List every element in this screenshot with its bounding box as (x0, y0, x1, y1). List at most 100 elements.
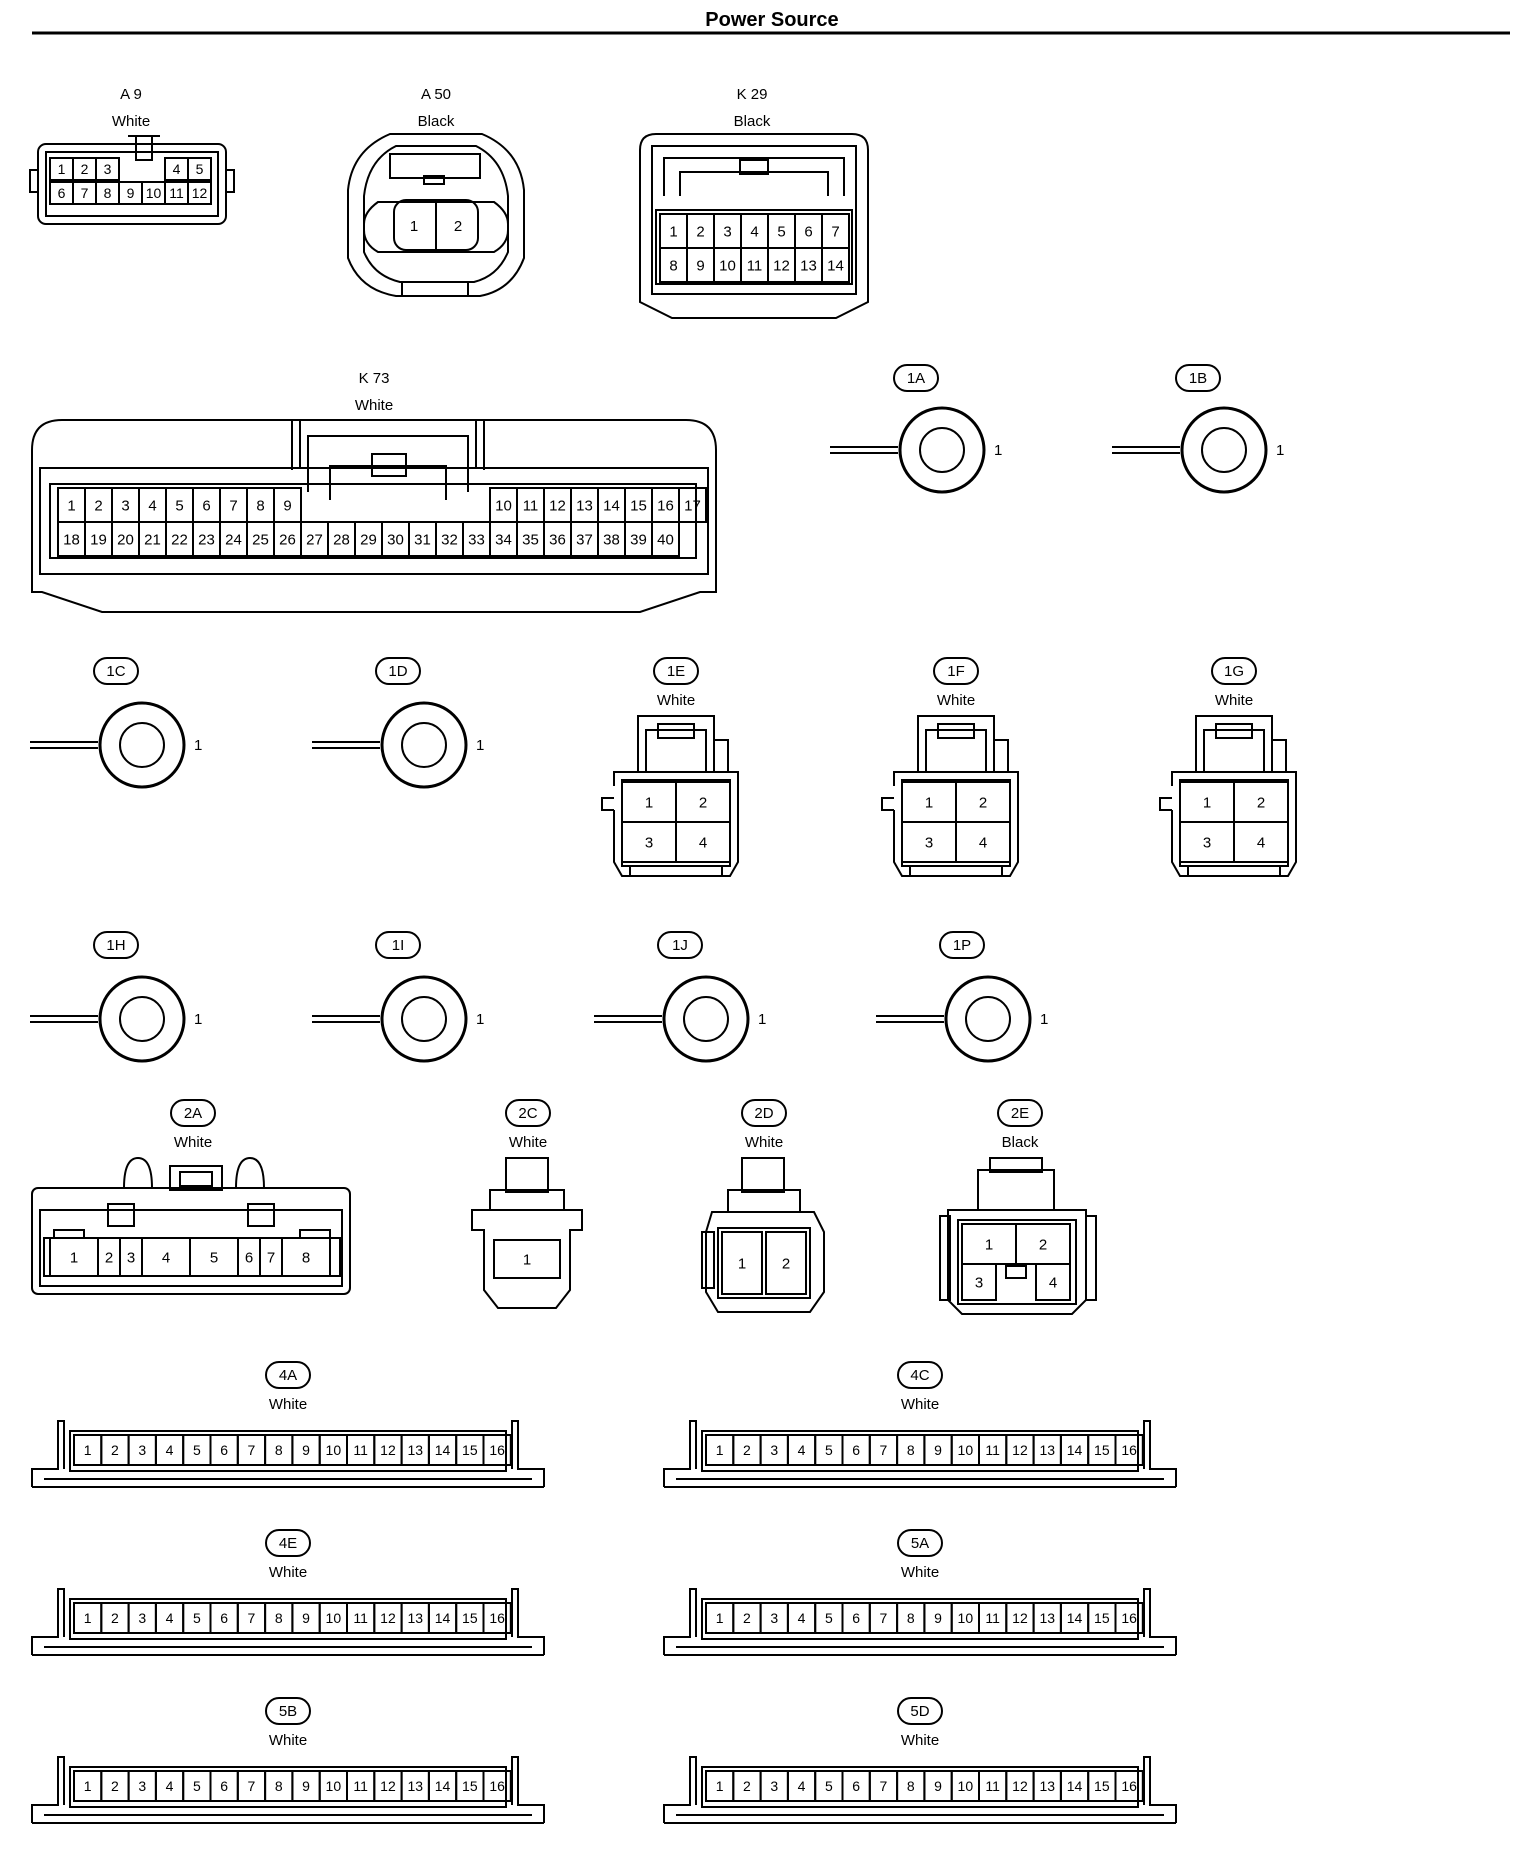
pin-number: 7 (267, 1249, 275, 1266)
pin-number: 2 (979, 794, 987, 811)
pin-number: 10 (719, 257, 736, 274)
connector-tag (375, 931, 421, 959)
pin-cell (482, 1602, 512, 1634)
pin-number: 5 (210, 1249, 218, 1266)
connector-code: 2A (184, 1105, 202, 1122)
pin-number: 2 (743, 1442, 751, 1458)
pin-number: 22 (171, 531, 188, 548)
connector-tag (897, 1361, 943, 1389)
pin-number: 12 (1012, 1610, 1028, 1626)
pin-number: 35 (522, 531, 539, 548)
pin-number: 6 (245, 1249, 253, 1266)
pin-number: 14 (603, 497, 620, 514)
pin-number: 3 (770, 1778, 778, 1794)
pin-number: 2 (1257, 794, 1265, 811)
pin-number: 27 (306, 531, 323, 548)
connector-tag (265, 1529, 311, 1557)
connector-color: White (901, 1564, 939, 1581)
connector-code: 1I (392, 937, 405, 954)
connector-tag (93, 931, 139, 959)
pin-number: 1 (994, 442, 1002, 459)
connector-tag (933, 657, 979, 685)
pin-number: 8 (302, 1249, 310, 1266)
pin-number: 12 (380, 1778, 396, 1794)
pin-number: 5 (193, 1610, 201, 1626)
pin-number: 3 (975, 1274, 983, 1291)
label-2A: 2A White (170, 1099, 216, 1151)
pin-number: 7 (229, 497, 237, 514)
pin-number: 14 (1067, 1442, 1083, 1458)
connector-code: A 9 (120, 86, 142, 103)
pin-number: 16 (489, 1610, 505, 1626)
pin-number: 23 (198, 531, 215, 548)
pin-number: 1 (58, 161, 66, 177)
pin-number: 8 (907, 1442, 915, 1458)
ring-inner (919, 427, 965, 473)
pin-number: 37 (576, 531, 593, 548)
pin-number: 20 (117, 531, 134, 548)
pin-number: 1 (523, 1251, 531, 1268)
pin-number: 15 (1094, 1778, 1110, 1794)
pin-number: 24 (225, 531, 242, 548)
ring-inner (401, 996, 447, 1042)
connector-tag (897, 1697, 943, 1725)
pin-cell (1114, 1602, 1144, 1634)
pin-number: 9 (934, 1442, 942, 1458)
pin-number: 3 (121, 497, 129, 514)
ring-outer (380, 701, 468, 789)
pin-number: 15 (1094, 1610, 1110, 1626)
pin-cell (1114, 1770, 1144, 1802)
connector-color: Black (734, 113, 771, 130)
pin-number: 12 (380, 1610, 396, 1626)
pin-number: 3 (645, 834, 653, 851)
connector-code: 1A (907, 370, 925, 387)
pin-number: 7 (248, 1610, 256, 1626)
pin-number: 10 (495, 497, 512, 514)
pin-cell (765, 1231, 807, 1295)
pin-number: 4 (173, 161, 181, 177)
pin-cell (821, 247, 850, 283)
pin-number: 1 (758, 1011, 766, 1028)
pin-number: 1 (1276, 442, 1284, 459)
pin-cell (493, 1239, 561, 1279)
ring-inner (965, 996, 1011, 1042)
connector-tag (997, 1099, 1043, 1127)
connector-code: 2C (518, 1105, 537, 1122)
pin-number: 12 (549, 497, 566, 514)
pin-number: 10 (958, 1778, 974, 1794)
connector-color: White (745, 1134, 783, 1151)
pin-number: 5 (193, 1442, 201, 1458)
pin-number: 14 (435, 1778, 451, 1794)
ring-terminal-1H: 1H1 (30, 931, 202, 1063)
pin-number: 1 (84, 1610, 92, 1626)
pin-cell (651, 521, 680, 557)
pin-number: 16 (657, 497, 674, 514)
pin-number: 5 (825, 1610, 833, 1626)
pin-number: 6 (220, 1442, 228, 1458)
ring-inner (119, 722, 165, 768)
pin-number: 32 (441, 531, 458, 548)
ring-terminal-1J: 1J1 (594, 931, 766, 1063)
pin-number: 15 (462, 1610, 478, 1626)
pin-number: 14 (435, 1442, 451, 1458)
connector-code: 1D (388, 663, 407, 680)
pin-number: 3 (1203, 834, 1211, 851)
pin-number: 4 (699, 834, 707, 851)
pin-number: 7 (248, 1778, 256, 1794)
ring-outer (1180, 406, 1268, 494)
pin-number: 4 (798, 1442, 806, 1458)
pin-cell (187, 181, 212, 205)
pin-cell (961, 1263, 997, 1301)
pin-number: 12 (192, 185, 208, 201)
connector-color: White (937, 692, 975, 709)
pin-number: 13 (1039, 1610, 1055, 1626)
pin-number: 8 (256, 497, 264, 514)
connector-color: White (174, 1134, 212, 1151)
pin-number: 1 (70, 1249, 78, 1266)
pin-number: 2 (1039, 1236, 1047, 1253)
ring-outer (380, 975, 468, 1063)
